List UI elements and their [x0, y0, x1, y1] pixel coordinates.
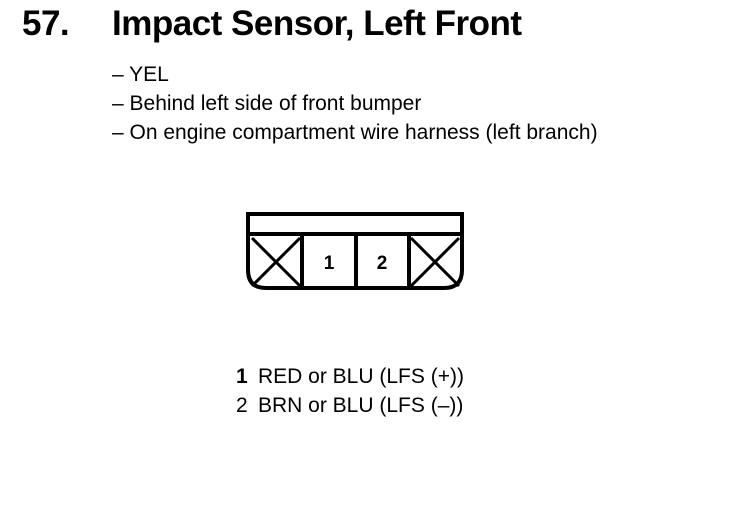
- section-number: 57.: [22, 4, 70, 43]
- pin-list: 1 RED or BLU (LFS (+)) 2 BRN or BLU (LFS (…: [236, 362, 464, 420]
- detail-location: – Behind left side of front bumper: [112, 92, 422, 115]
- connector-latch: [246, 212, 464, 236]
- cavity-label-2: 2: [377, 253, 388, 274]
- detail-harness: – On engine compartment wire harness (le…: [112, 121, 598, 144]
- pin-description: BRN or BLU (LFS (–)): [258, 394, 464, 417]
- pin-row: 2 BRN or BLU (LFS (–)): [236, 391, 464, 420]
- cavity-label-1: 1: [324, 253, 335, 274]
- pin-row: 1 RED or BLU (LFS (+)): [236, 362, 464, 391]
- pin-number: 2: [236, 394, 248, 417]
- pin-description: RED or BLU (LFS (+)): [258, 365, 464, 388]
- blocked-cavity-left: [250, 236, 302, 288]
- pin-number: 1: [236, 365, 248, 388]
- page-title: Impact Sensor, Left Front: [112, 4, 522, 43]
- component-details: – YEL – Behind left side of front bumper…: [112, 60, 598, 147]
- blocked-cavity-right: [409, 236, 461, 288]
- detail-connector-color: – YEL: [112, 63, 169, 86]
